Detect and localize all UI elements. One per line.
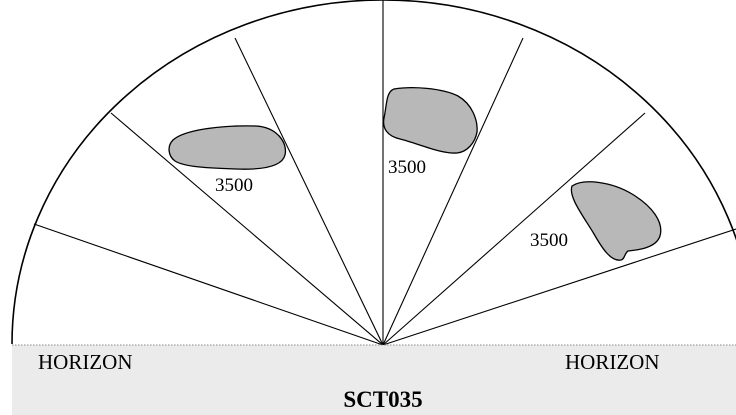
sector-line-3 [234,37,384,346]
cloud-left [168,125,287,170]
horizon-label-right: HORIZON [565,350,660,374]
sector-lines [33,0,736,346]
cloud-center-altitude-label: 3500 [388,157,426,178]
sector-line-2 [110,112,384,346]
cloud-left-altitude-label: 3500 [215,175,253,196]
sector-line-6 [382,112,646,346]
sector-line-7 [382,228,736,346]
ground-band [12,345,736,415]
sector-line-1 [33,223,384,346]
sky-condition-code: SCT035 [343,387,422,412]
sector-line-5 [382,37,524,346]
cloud-right-altitude-label: 3500 [530,230,568,251]
cloud-center [382,87,478,154]
horizon-label-left: HORIZON [38,350,133,374]
cloud-right [570,181,662,261]
sky-dome [11,0,736,345]
